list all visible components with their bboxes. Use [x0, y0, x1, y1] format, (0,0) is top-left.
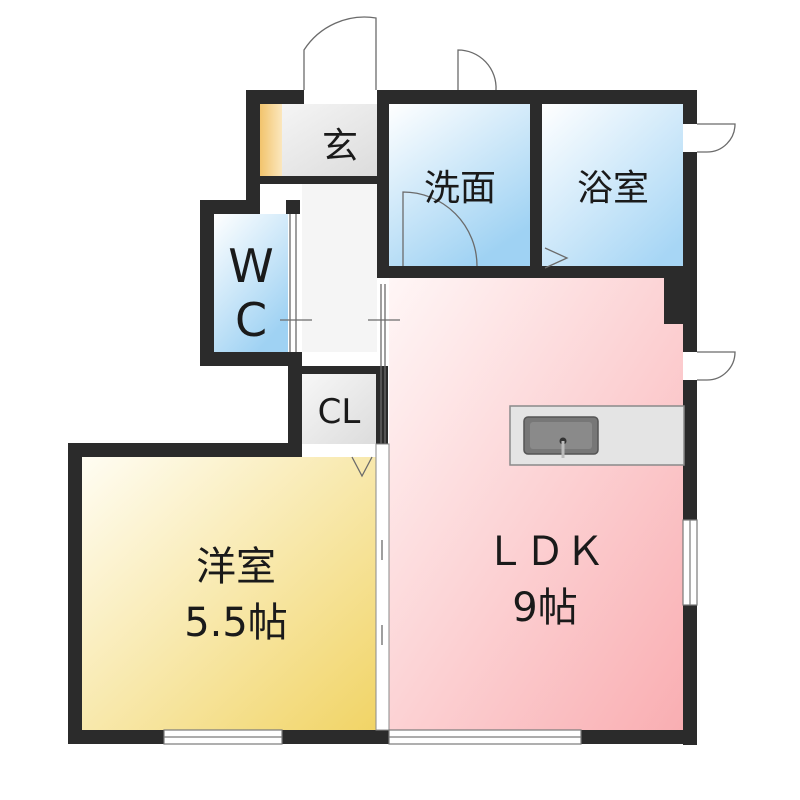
wc-floor: [214, 214, 288, 352]
vent-door-icon: [457, 49, 497, 91]
closet-label: CL: [318, 392, 361, 432]
side-door-icon-2: [697, 351, 736, 381]
bathroom-label: 浴室: [577, 168, 649, 209]
windows: [163, 519, 698, 745]
closet-door-icon: [351, 456, 373, 478]
washroom-door-icon: [402, 191, 478, 267]
entrance-label: 玄: [322, 126, 358, 167]
ldk-floor: [389, 278, 683, 730]
front-door-icon: [303, 16, 377, 90]
western-room-floor: [82, 457, 376, 730]
shoe-box: [260, 104, 282, 176]
western-room-size: 5.5帖: [184, 600, 288, 646]
hallway-floor: [302, 184, 377, 352]
fixtures: [280, 16, 736, 645]
washroom-label: 洗面: [424, 168, 496, 209]
sliding-partition: [375, 443, 390, 731]
ldk-size: 9帖: [512, 585, 577, 631]
side-door-icon: [697, 123, 736, 153]
closet-floor: [302, 374, 376, 444]
wc-label-w: W: [228, 239, 273, 293]
ldk-label: ＬＤＫ: [485, 529, 605, 575]
western-room-label: 洋室: [196, 544, 276, 590]
bath-door-icon: [544, 247, 569, 269]
washroom-floor: [389, 104, 530, 266]
kitchen-counter: [509, 405, 685, 466]
bathroom-floor: [542, 104, 683, 266]
wc-label-c: C: [235, 293, 267, 347]
